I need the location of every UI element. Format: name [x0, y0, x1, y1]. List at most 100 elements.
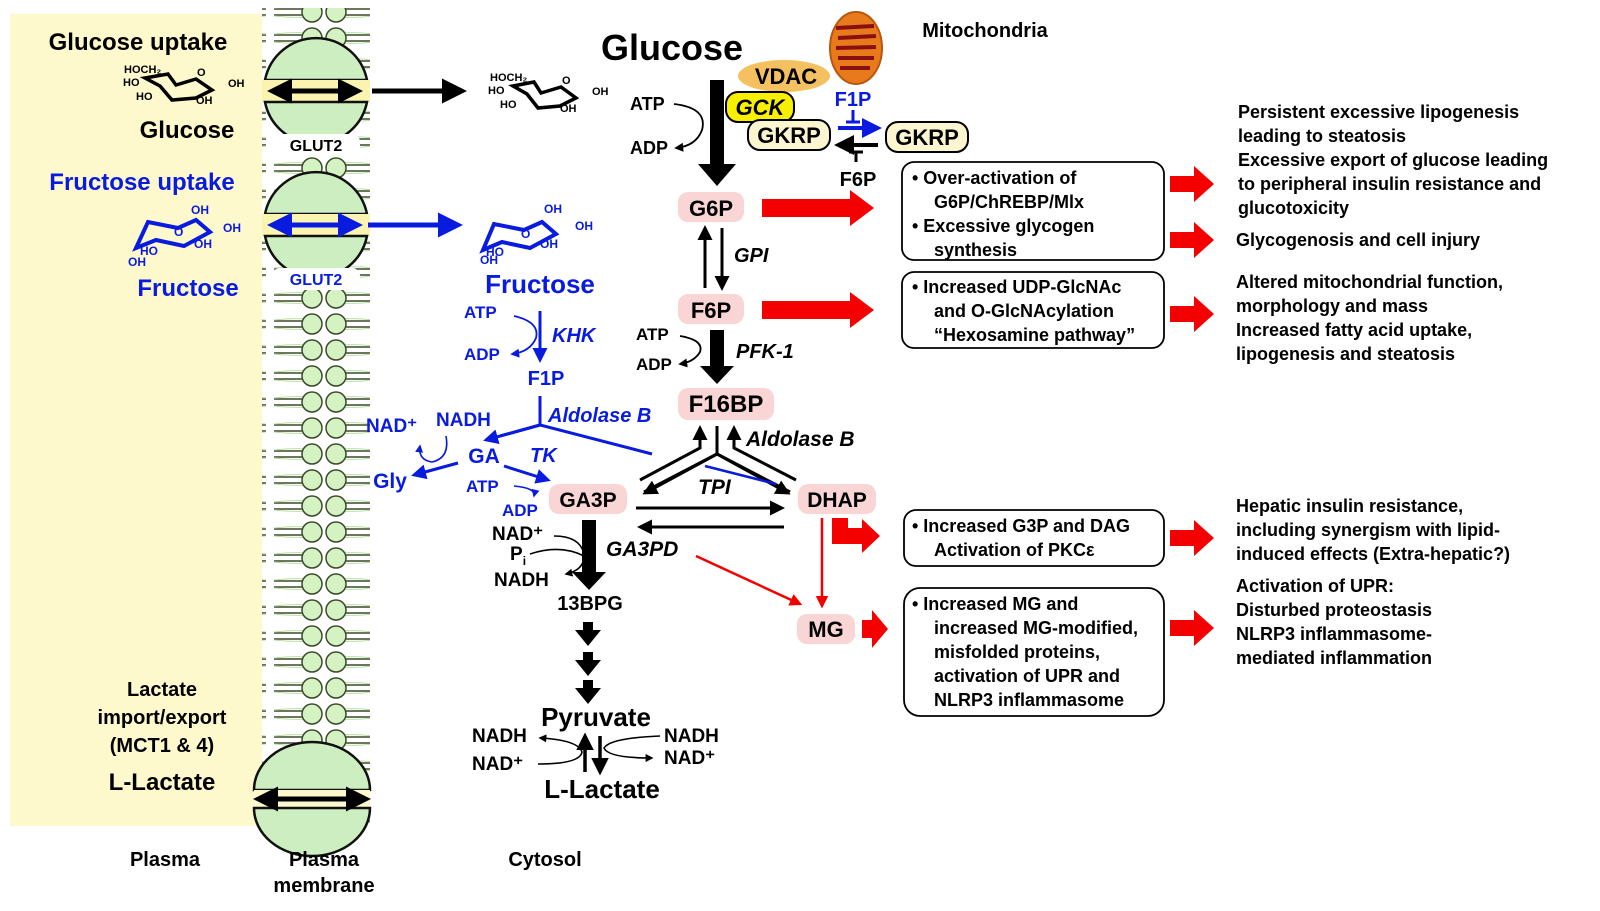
aldolase-to-ga-arrow: [483, 423, 541, 445]
gkrp-free: GKRP: [885, 121, 969, 153]
tk-label: TK: [530, 445, 558, 467]
f6p-regulator-label: F6P: [840, 169, 877, 191]
gly-label: Gly: [373, 470, 407, 493]
ga3p-to-mg-arrow: [695, 554, 803, 606]
svg-text:OH: OH: [480, 253, 498, 267]
gkrp-free-label: GKRP: [895, 125, 959, 150]
outcome-arrow-4: [1170, 520, 1214, 556]
outcome-arrow-1: [1170, 166, 1214, 202]
dhap-effect-arrow: [832, 518, 880, 553]
mitochondria-label: Mitochondria: [922, 20, 1048, 42]
tk-atp-adp-curve: [513, 485, 540, 498]
svg-text:Activation of UPR:Disturbed pr: Activation of UPR:Disturbed proteostasis…: [1236, 576, 1432, 668]
svg-text:OH: OH: [544, 202, 562, 216]
glucose-structure-plasma: HOCH₂ O HO OH HO OH: [123, 64, 245, 107]
right-nadh-label: NADH: [664, 726, 719, 747]
mct-lactate-transporter: [252, 740, 372, 858]
outcome-arrow-5: [1170, 610, 1214, 646]
ga-nadh-curve: [415, 435, 448, 463]
svg-text:OH: OH: [575, 219, 593, 233]
membrane-region-label-2: membrane: [273, 875, 374, 897]
svg-text:HO: HO: [123, 77, 140, 89]
glucose-structure-cytosol: HOCH₂ O HO OH HO OH: [488, 72, 609, 115]
13bpg-label: 13BPG: [557, 593, 623, 615]
cytosol-l-lactate-label: L-Lactate: [544, 774, 660, 804]
svg-text:OH: OH: [223, 221, 241, 235]
svg-text:OH: OH: [540, 237, 558, 251]
ga-label: GA: [468, 445, 500, 468]
left-cofactor-curve: [537, 734, 583, 765]
plasma-glucose-label: Glucose: [140, 117, 235, 144]
plasma-l-lactate-label: L-Lactate: [109, 769, 216, 796]
f6p-label: F6P: [691, 298, 731, 323]
glucose-uptake-label: Glucose uptake: [49, 29, 228, 56]
tpi-label: TPI: [698, 476, 732, 499]
svg-text:OH: OH: [228, 78, 245, 90]
svg-text:O: O: [197, 67, 206, 79]
glut2-fructose-transporter: GLUT2: [262, 170, 370, 290]
right-nad-label: NAD⁺: [664, 748, 715, 769]
plasma-region: [10, 14, 262, 826]
fructolysis-nadh-label: NADH: [436, 410, 491, 431]
plasma-fructose-label: Fructose: [137, 275, 238, 302]
ga-to-ga3p-arrow: [503, 464, 551, 484]
membrane-region-label-1: Plasma: [289, 849, 360, 871]
glut2-glucose-label: GLUT2: [290, 138, 343, 155]
tk-adp-label: ADP: [502, 501, 538, 520]
svg-text:Hepatic insulin resistance,inc: Hepatic insulin resistance,including syn…: [1236, 496, 1510, 564]
pfk1-arrow: [700, 330, 734, 384]
atp-adp-curve-1: [673, 103, 704, 152]
mg-node: MG: [797, 614, 855, 644]
lower-glycolysis-arrows: [575, 622, 601, 704]
f6p-activation-mark: [849, 150, 863, 162]
ga3pd-label: GA3PD: [606, 538, 678, 561]
pi-label: Pi: [510, 544, 526, 568]
outcome-arrows: [1170, 166, 1214, 646]
cytosol-region-label: Cytosol: [508, 849, 581, 871]
fructose-structure-cytosol: OH OH O OH HO OH: [479, 202, 593, 267]
f1p-regulator-label: F1P: [835, 89, 872, 111]
gkrp-bound: GKRP: [747, 119, 831, 151]
khk-label: KHK: [552, 325, 597, 347]
adp-label-1: ADP: [630, 138, 668, 158]
fructolysis-adp-label: ADP: [464, 345, 500, 364]
outcome-text-5: Activation of UPR:Disturbed proteostasis…: [1236, 576, 1432, 668]
svg-text:Persistent excessive lipogenes: Persistent excessive lipogenesisleading …: [1238, 102, 1548, 218]
svg-text:HO: HO: [136, 91, 153, 103]
svg-text:Glycogenosis and cell injury: Glycogenosis and cell injury: [1236, 230, 1480, 250]
mitochondrion-icon: [829, 11, 883, 85]
ga3p-label: GA3P: [559, 489, 616, 512]
f1p-inhibition-mark: [846, 110, 860, 124]
f6p-effect-arrow: [762, 292, 874, 328]
svg-text:OH: OH: [194, 237, 212, 251]
gpi-label: GPI: [734, 245, 769, 267]
ga3p-node: GA3P: [549, 484, 627, 514]
glut2-glucose-transporter: GLUT2: [262, 36, 370, 156]
pyruvate-label: Pyruvate: [541, 702, 651, 732]
ga3pd-arrow: [572, 520, 606, 590]
aldolase-b-glycolysis-label: Aldolase B: [745, 428, 855, 451]
nad-plus-label-ga3pd: NAD⁺: [492, 524, 543, 545]
left-nadh-label: NADH: [472, 726, 527, 747]
cytosol-fructose-label: Fructose: [485, 269, 595, 299]
fructolysis-atp-label: ATP: [464, 303, 497, 322]
svg-text:OH: OH: [592, 86, 609, 98]
f16bp-label: F16BP: [689, 391, 764, 418]
svg-text:HO: HO: [488, 85, 505, 97]
nadh-label-ga3pd: NADH: [494, 570, 549, 591]
khk-atp-adp-curve: [510, 315, 538, 358]
vdac-protein: VDAC: [738, 60, 830, 92]
lactate-transport-line3: (MCT1 & 4): [110, 735, 214, 757]
outcome-text-4: Hepatic insulin resistance,including syn…: [1236, 496, 1510, 564]
outcome-text-2: Glycogenosis and cell injury: [1236, 230, 1480, 250]
svg-text:O: O: [174, 225, 183, 239]
adp-label-2: ADP: [636, 355, 672, 374]
